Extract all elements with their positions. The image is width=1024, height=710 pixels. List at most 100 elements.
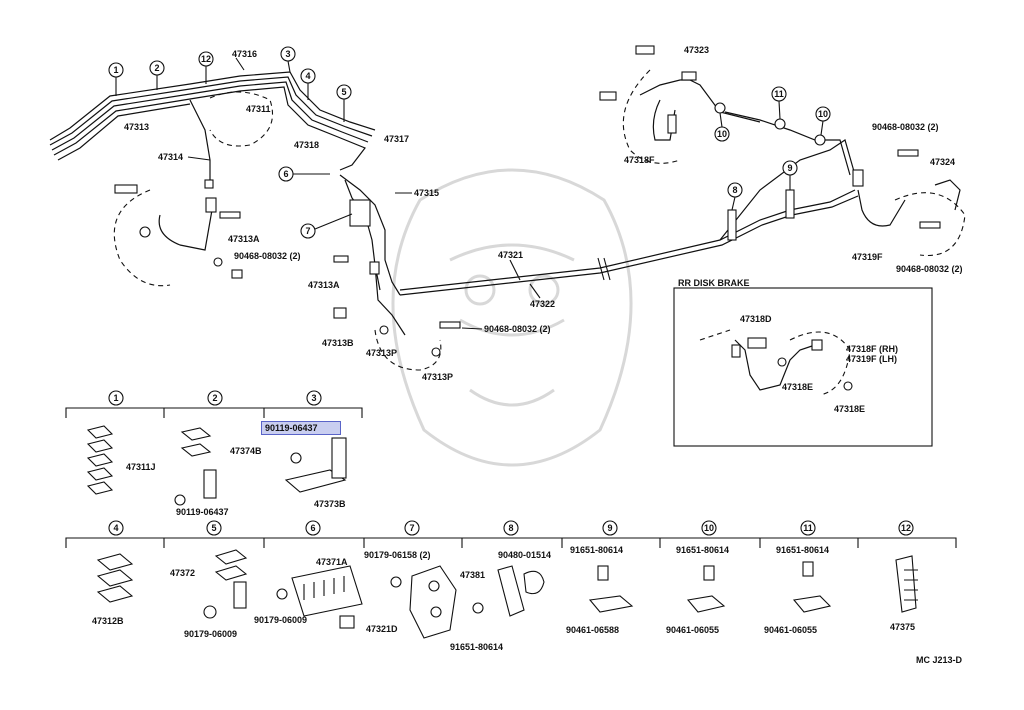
svg-text:10: 10: [704, 523, 714, 533]
svg-text:90461-06055: 90461-06055: [666, 625, 719, 635]
callout-6: 6: [278, 166, 330, 182]
svg-text:9: 9: [787, 163, 792, 173]
row1-header-1: 1: [108, 390, 124, 406]
label-47318: 47318: [294, 140, 319, 150]
label-47315: 47315: [414, 188, 439, 198]
svg-text:90480-01514: 90480-01514: [498, 550, 551, 560]
svg-text:6: 6: [310, 523, 315, 533]
svg-text:5: 5: [341, 87, 346, 97]
svg-text:47381: 47381: [460, 570, 485, 580]
svg-text:8: 8: [732, 185, 737, 195]
svg-text:7: 7: [305, 226, 310, 236]
label-47313p-1: 47313P: [366, 348, 397, 358]
callout-10-left: 10: [714, 112, 730, 142]
svg-text:3: 3: [285, 49, 290, 59]
label-47313a: 47313A: [308, 280, 340, 290]
label-47318d: 47318D: [740, 314, 772, 324]
svg-text:47375: 47375: [890, 622, 915, 632]
parts-row-2: 4 5 6 7 8 9 10 11 12 47312B 47372 90179-…: [65, 520, 957, 652]
svg-text:6: 6: [283, 169, 288, 179]
svg-text:47321D: 47321D: [366, 624, 398, 634]
label-47373b: 47373B: [314, 499, 346, 509]
inset-title: RR DISK BRAKE: [678, 278, 750, 288]
label-47324: 47324: [930, 157, 955, 167]
label-47318f: 47318F: [624, 155, 655, 165]
svg-text:90179-06009: 90179-06009: [254, 615, 307, 625]
parts-row-1: 1 2 3 47311J 47374B 90119-06437 90119-06…: [65, 390, 363, 517]
callout-10-right: 10: [815, 106, 831, 136]
label-47311j: 47311J: [126, 462, 156, 472]
callout-2: 2: [149, 60, 165, 90]
label-47319f: 47319F: [852, 252, 883, 262]
svg-text:1: 1: [113, 65, 118, 75]
label-90468-mid: 90468-08032 (2): [484, 324, 551, 334]
svg-text:10: 10: [818, 109, 828, 119]
front-brake-tubes: [49, 71, 461, 371]
svg-text:9: 9: [607, 523, 612, 533]
callout-3: 3: [280, 46, 296, 73]
label-47313b: 47313B: [322, 338, 354, 348]
row1-header-2: 2: [207, 390, 223, 406]
svg-text:3: 3: [311, 393, 316, 403]
label-90468-rr-top: 90468-08032 (2): [872, 122, 939, 132]
label-47314: 47314: [158, 152, 183, 162]
callout-4: 4: [300, 68, 316, 100]
callout-12: 12: [198, 51, 214, 84]
label-90119-row1: 90119-06437: [176, 507, 229, 517]
svg-text:7: 7: [409, 523, 414, 533]
label-47311: 47311: [246, 104, 271, 114]
callout-9: 9: [782, 160, 798, 190]
label-47318e-1: 47318E: [782, 382, 813, 392]
svg-text:90179-06009: 90179-06009: [184, 629, 237, 639]
label-47319f-lh: 47319F (LH): [846, 354, 897, 364]
svg-text:4: 4: [113, 523, 118, 533]
row1-header-3: 3: [306, 390, 322, 406]
label-90468-rr-bottom: 90468-08032 (2): [896, 264, 963, 274]
svg-text:2: 2: [212, 393, 217, 403]
callout-7: 7: [300, 213, 353, 239]
rear-brake-tubes: [399, 45, 966, 296]
svg-text:2: 2: [154, 63, 159, 73]
svg-text:47312B: 47312B: [92, 616, 124, 626]
svg-text:4: 4: [305, 71, 310, 81]
label-47322: 47322: [530, 299, 555, 309]
svg-text:1: 1: [113, 393, 118, 403]
callout-8: 8: [727, 182, 743, 211]
callout-5: 5: [336, 84, 352, 122]
svg-text:91651-80614: 91651-80614: [570, 545, 623, 555]
svg-text:91651-80614: 91651-80614: [676, 545, 729, 555]
label-47323: 47323: [684, 45, 709, 55]
watermark-emblem: [391, 168, 633, 467]
label-47318f-rh: 47318F (RH): [846, 344, 898, 354]
label-47374b: 47374B: [230, 446, 262, 456]
label-47313a-front: 47313A: [228, 234, 260, 244]
svg-text:90461-06588: 90461-06588: [566, 625, 619, 635]
svg-text:91651-80614: 91651-80614: [450, 642, 503, 652]
svg-text:5: 5: [211, 523, 216, 533]
svg-text:11: 11: [803, 523, 813, 533]
callout-11-top: 11: [771, 86, 787, 120]
svg-text:12: 12: [901, 523, 911, 533]
label-90119-highlighted: 90119-06437: [265, 423, 318, 433]
highlighted-part-marker: [261, 421, 341, 435]
svg-text:47372: 47372: [170, 568, 195, 578]
rr-disk-brake-inset: RR DISK BRAKE: [673, 278, 933, 447]
label-47313p-2: 47313P: [422, 372, 453, 382]
diagram-callouts: 1 2 12 3 4 5 6 7 8 9 10 11 10: [108, 46, 831, 239]
label-90468-front: 90468-08032 (2): [234, 251, 301, 261]
label-47317: 47317: [384, 134, 409, 144]
svg-text:8: 8: [508, 523, 513, 533]
label-47313: 47313: [124, 122, 149, 132]
svg-text:12: 12: [201, 54, 211, 64]
top-labels: 47316 47311 47313 47314 47317 47318 4731…: [124, 45, 963, 414]
label-47316: 47316: [232, 49, 257, 59]
callout-1: 1: [108, 62, 124, 96]
svg-text:10: 10: [717, 129, 727, 139]
svg-text:11: 11: [774, 89, 784, 99]
svg-text:47371A: 47371A: [316, 557, 348, 567]
svg-text:91651-80614: 91651-80614: [776, 545, 829, 555]
label-47318e-2: 47318E: [834, 404, 865, 414]
label-47321: 47321: [498, 250, 523, 260]
svg-text:90179-06158 (2): 90179-06158 (2): [364, 550, 431, 560]
